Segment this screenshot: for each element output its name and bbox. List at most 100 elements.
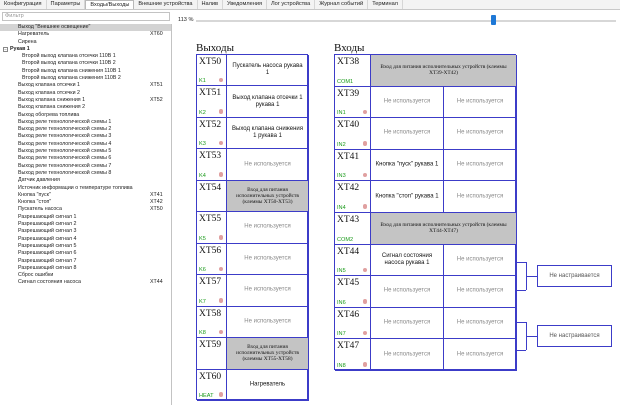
tree-item[interactable]: Выход реле технологической схемы 1 [0,119,171,126]
input-function-cell[interactable]: Кнопка "пуск" рукава 1 [371,149,444,182]
output-function-cell[interactable]: Не используется [227,275,309,307]
tree-item[interactable]: Выход клапана снижения 2 [0,104,171,111]
tree-item[interactable]: Второй выход клапана отсечки 110В 1 [0,53,171,60]
terminal-number: XT47 [337,341,360,352]
input-function-cell[interactable]: Не используется [371,307,444,340]
power-input-cell: Вход для питания исполнительных устройст… [227,180,309,213]
tree-item[interactable]: Выход реле технологической схемы 5 [0,148,171,155]
tree-item[interactable]: Второй выход клапана отсечки 110В 2 [0,60,171,67]
tree-item-label: Разрешающий сигнал 1 [18,213,77,220]
output-function-cell[interactable]: Не используется [227,149,309,181]
status-indicator-dot [218,109,223,114]
tree-item[interactable]: Выход реле технологической схемы 3 [0,133,171,140]
input-secondary-cell[interactable]: Не используется [444,339,517,371]
tree-item[interactable]: Разрешающий сигнал 2 [0,221,171,228]
tree-item[interactable]: Разрешающий сигнал 6 [0,250,171,257]
tree-item[interactable]: Разрешающий сигнал 7 [0,258,171,265]
tree-item[interactable]: −Рукав 1 [0,46,171,53]
input-function-cell[interactable]: Не используется [371,86,444,119]
tree-item[interactable]: Выход реле технологической схемы 2 [0,126,171,133]
zoom-slider-thumb[interactable] [491,15,496,25]
tree-item[interactable]: Разрешающий сигнал 8 [0,265,171,272]
zoom-slider-track[interactable] [196,19,616,22]
output-function-cell[interactable]: Выход клапана снижения 1 рукава 1 [227,117,309,150]
input-secondary-label: Не используется [456,161,504,168]
input-secondary-cell[interactable]: Не используется [444,86,517,119]
outputs-title: Выходы [196,42,234,54]
terminal-number: XT53 [199,151,222,162]
input-secondary-cell[interactable]: Не используется [444,276,517,308]
tree-item[interactable]: Выход клапана отсечки 2 [0,90,171,97]
terminal-relay-label: K7 [199,298,206,305]
tree-item-label: Выход клапана снижения 1 [18,96,86,103]
filter-input[interactable]: Фильтр [2,12,170,21]
tree-item[interactable]: Выход реле технологической схемы 7 [0,163,171,170]
input-function-cell[interactable]: Сигнал состояния насоса рукава 1 [371,244,444,277]
status-indicator-dot [362,141,367,146]
tab-4[interactable]: Налив [198,0,224,9]
power-input-cell: Вход для питания исполнительных устройст… [371,55,517,87]
not-configurable-box-1: Не настраивается [537,265,612,287]
output-function-cell[interactable]: Выход клапана отсечки 1 рукава 1 [227,86,309,118]
input-function-label: Сигнал состояния насоса рукава 1 [381,252,433,266]
tree-item[interactable]: Выход реле технологической схемы 8 [0,170,171,177]
tree-item[interactable]: Выход реле технологической схемы 6 [0,155,171,162]
tab-8[interactable]: Терминал [368,0,403,9]
tree-item[interactable]: Кнопка "пуск"XT41 [0,192,171,199]
output-function-cell[interactable]: Нагреватель [227,369,309,401]
input-secondary-cell[interactable]: Не используется [444,307,517,340]
tree-item[interactable]: Выход реле технологической схемы 4 [0,141,171,148]
output-function-cell[interactable]: Не используется [227,243,309,276]
tree-item[interactable]: Сброс ошибки [0,272,171,279]
tab-7[interactable]: Журнал событий [315,0,369,9]
connector-line [516,350,526,351]
tree-item[interactable]: Разрешающий сигнал 5 [0,243,171,250]
input-secondary-cell[interactable]: Не используется [444,149,517,182]
terminal-number: XT52 [199,119,222,130]
output-function-cell[interactable]: Не используется [227,306,309,339]
tab-6[interactable]: Лог устройства [267,0,316,9]
tab-1[interactable]: Параметры [47,0,86,9]
tab-2[interactable]: Входы/Выходы [85,0,135,9]
input-function-cell[interactable]: Не используется [371,339,444,371]
output-function-label: Выход клапана снижения 1 рукава 1 [232,126,303,140]
tab-3[interactable]: Внешние устройства [134,0,198,9]
tree-item[interactable]: Сирена [0,39,171,46]
output-function-cell[interactable]: Пускатель насоса рукава 1 [227,55,309,87]
tree-item[interactable]: Второй выход клапана снижения 110В 1 [0,68,171,75]
input-secondary-cell[interactable]: Не используется [444,181,517,213]
terminal-input-label: IN4 [337,204,346,211]
output-function-cell[interactable]: Не используется [227,212,309,244]
tree-item[interactable]: Разрешающий сигнал 4 [0,236,171,243]
output-function-label: Не используется [244,286,291,293]
input-function-cell[interactable]: Кнопка "стоп" рукава 1 [371,181,444,213]
zoom-label: 113 % [178,17,194,23]
tree-item-label: Сирена [18,38,37,45]
tree-item[interactable]: Кнопка "стоп"XT42 [0,199,171,206]
tree-item[interactable]: Датчик давления [0,177,171,184]
tab-0[interactable]: Конфигурация [0,0,47,9]
input-function-cell[interactable]: Не используется [371,276,444,308]
tree-item[interactable]: Второй выход клапана снижения 110В 2 [0,75,171,82]
tree-item[interactable]: Выход обогрева топлива [0,112,171,119]
collapse-toggle-icon[interactable]: − [3,47,8,53]
tree-item[interactable]: Разрешающий сигнал 1 [0,214,171,221]
tree-item-label: Выход реле технологической схемы 1 [18,118,112,125]
input-function-cell[interactable]: Не используется [371,118,444,150]
status-indicator-dot [218,140,223,146]
tree-item[interactable]: Выход "Внешнее освещение" [0,24,171,32]
input-secondary-cell[interactable]: Не используется [444,244,517,277]
tree-item-label: Выход "Внешнее освещение" [18,24,91,30]
input-secondary-cell[interactable]: Не используется [444,118,517,150]
terminal-relay-label: K1 [199,78,206,85]
tab-5[interactable]: Уведомления [223,0,267,9]
tree-item[interactable]: Источник информации о температуре топлив… [0,185,171,192]
tree-item[interactable]: Разрешающий сигнал 3 [0,228,171,235]
terminal-relay-label: K3 [199,141,206,148]
